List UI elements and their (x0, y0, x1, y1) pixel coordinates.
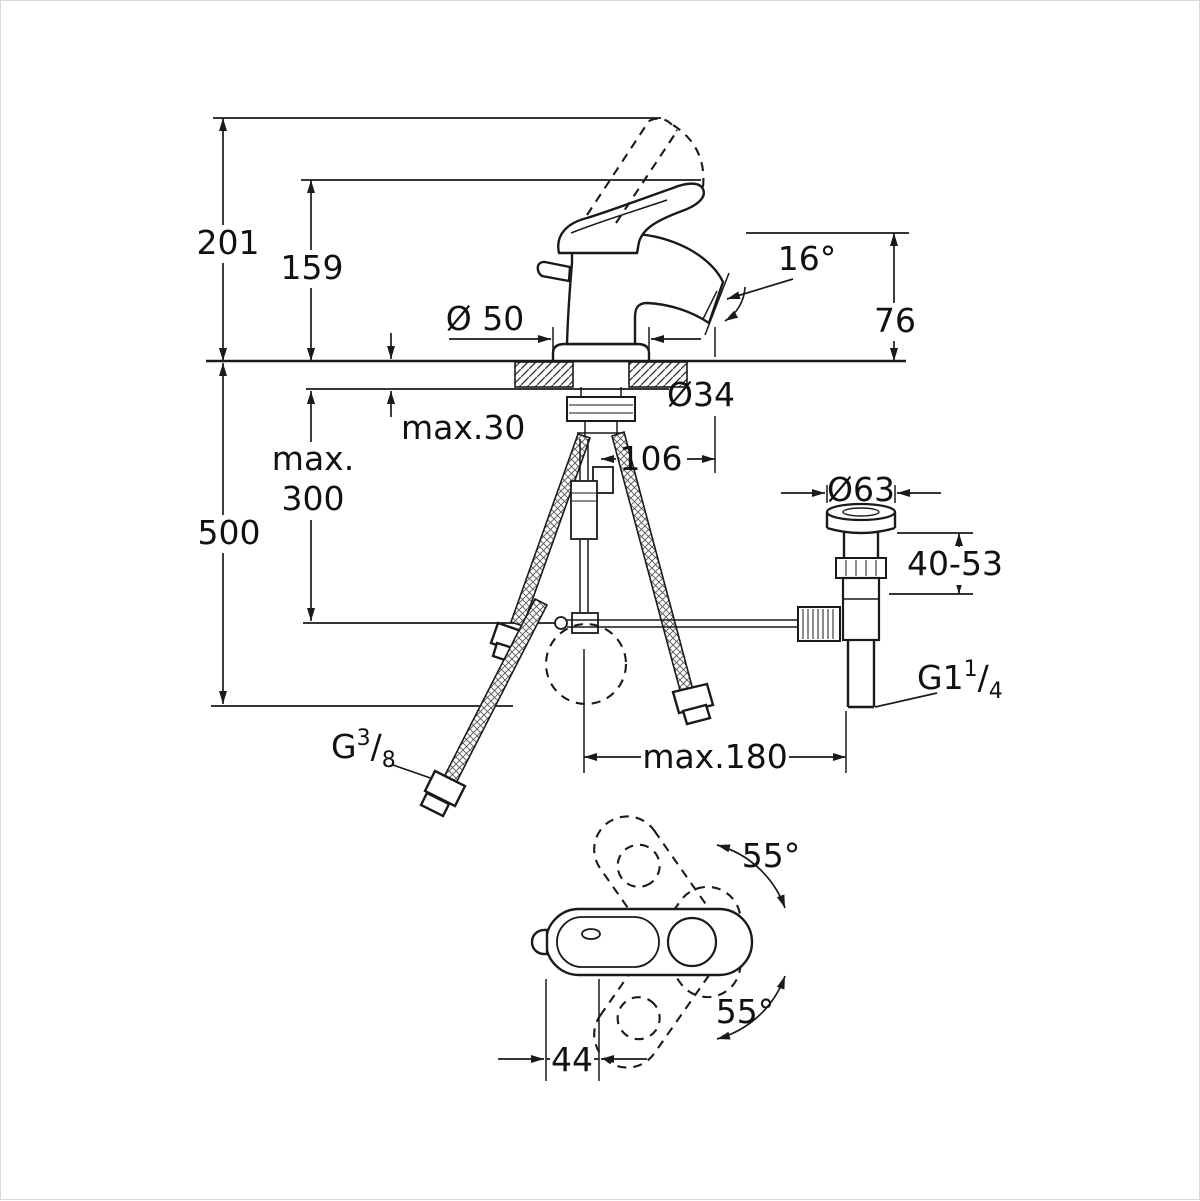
hose-right-tip (681, 703, 712, 726)
handle-position-upper-dashed (593, 815, 742, 999)
faucet-base (551, 342, 651, 363)
label-spout-angle: 16° (778, 239, 837, 278)
label-max-word: max. (272, 439, 354, 478)
rod-ball-joint (554, 616, 568, 630)
shank-sides (580, 387, 622, 397)
handle-top-view-circle (666, 916, 718, 968)
ref-line-spout-face (704, 272, 730, 336)
waste-body (841, 576, 881, 642)
faucet-side-view (536, 117, 725, 363)
waste-neck (842, 532, 880, 558)
label-backgrounds (197, 225, 1007, 1079)
handle-raised-dashed-left (586, 120, 650, 216)
ext-line-handle-width (545, 979, 600, 1081)
pop-up-rod-assembly (544, 439, 801, 706)
handle-top-view-body (544, 907, 754, 977)
dimension-labels: 201 159 Ø 50 16° 76 max.30 Ø34 106 max. … (197, 223, 1003, 1079)
label-waste-adjust-range: 40-53 (907, 544, 1003, 583)
deck-cross-section-left (514, 361, 574, 388)
leader-waste-thread (874, 692, 938, 708)
label-hole-diameter: Ø34 (667, 375, 735, 414)
rod-coupling (570, 480, 598, 540)
leader-spout-angle (726, 278, 794, 300)
handle-slot (581, 928, 601, 940)
supply-hoses (419, 430, 715, 818)
label-waste-thread: G11/4 (917, 657, 1003, 704)
handle-circle-lower (616, 996, 661, 1041)
label-swing-lower: 55° (716, 992, 775, 1031)
arc-swing-upper (716, 844, 786, 909)
label-base-diameter: Ø 50 (446, 299, 524, 338)
handle-outline-lower (593, 885, 742, 1069)
hose-long (441, 597, 549, 787)
handle-grip-inner (556, 916, 660, 968)
handle-position-lower-dashed (593, 885, 742, 1069)
handle-motion-arc (672, 124, 705, 188)
faucet-body-spout (565, 232, 725, 346)
nut-hatch (569, 404, 633, 414)
faucet-drawing (206, 117, 906, 1069)
ext-line-waste-flange (826, 485, 896, 503)
hose-long-nut (423, 769, 467, 808)
rod-clamp (571, 612, 599, 634)
linkage-dashed-circle (544, 622, 628, 706)
faucet-top-view (530, 815, 754, 1069)
aerator-line (702, 290, 718, 320)
handle-outline-upper (593, 815, 742, 999)
waste-union-nut (835, 557, 887, 579)
label-max-deck-thickness: max.30 (401, 408, 525, 447)
arc-swing-lower (716, 975, 786, 1040)
rod-clip (592, 466, 614, 494)
handle-circle-upper (616, 843, 661, 888)
handle-raised-dashed-right (615, 130, 678, 224)
label-supply-thread: G3/8 (331, 726, 396, 773)
label-max-hose-value: 300 (282, 479, 345, 518)
coupling-lines (571, 492, 597, 502)
horizontal-rod (567, 619, 801, 628)
label-total-height: 201 (197, 223, 260, 262)
waste-flange-inner (842, 507, 880, 517)
union-nut-hatch (845, 560, 877, 576)
deck-cross-section-right (628, 361, 688, 388)
mounting-shank (566, 387, 636, 439)
top-view-pop-up-tab (530, 928, 549, 956)
label-handle-width: 44 (551, 1040, 593, 1079)
waste-tailpipe (846, 640, 876, 709)
knob-knurl-lines (802, 609, 834, 639)
arc-spout-angle (724, 286, 746, 322)
handle-raised-dashed-tip (648, 117, 678, 132)
pop-up-waste-assembly (797, 502, 897, 709)
label-max-distance-to-waste: max.180 (642, 737, 787, 776)
label-height-to-handle: 159 (281, 248, 344, 287)
waste-knurled-knob (797, 606, 841, 642)
label-waste-flange-diameter: Ø63 (827, 470, 895, 509)
label-hose-length: 500 (198, 513, 261, 552)
label-spout-projection: 106 (620, 439, 683, 478)
mounting-nut (566, 396, 636, 422)
ext-line-waste-distance (583, 649, 847, 773)
label-spout-height: 76 (874, 301, 916, 340)
faucet-handle (557, 182, 706, 255)
label-swing-upper: 55° (742, 836, 801, 875)
pop-up-knob (536, 260, 572, 283)
waste-flange-body (825, 512, 897, 535)
hose-long-tip (419, 791, 451, 818)
